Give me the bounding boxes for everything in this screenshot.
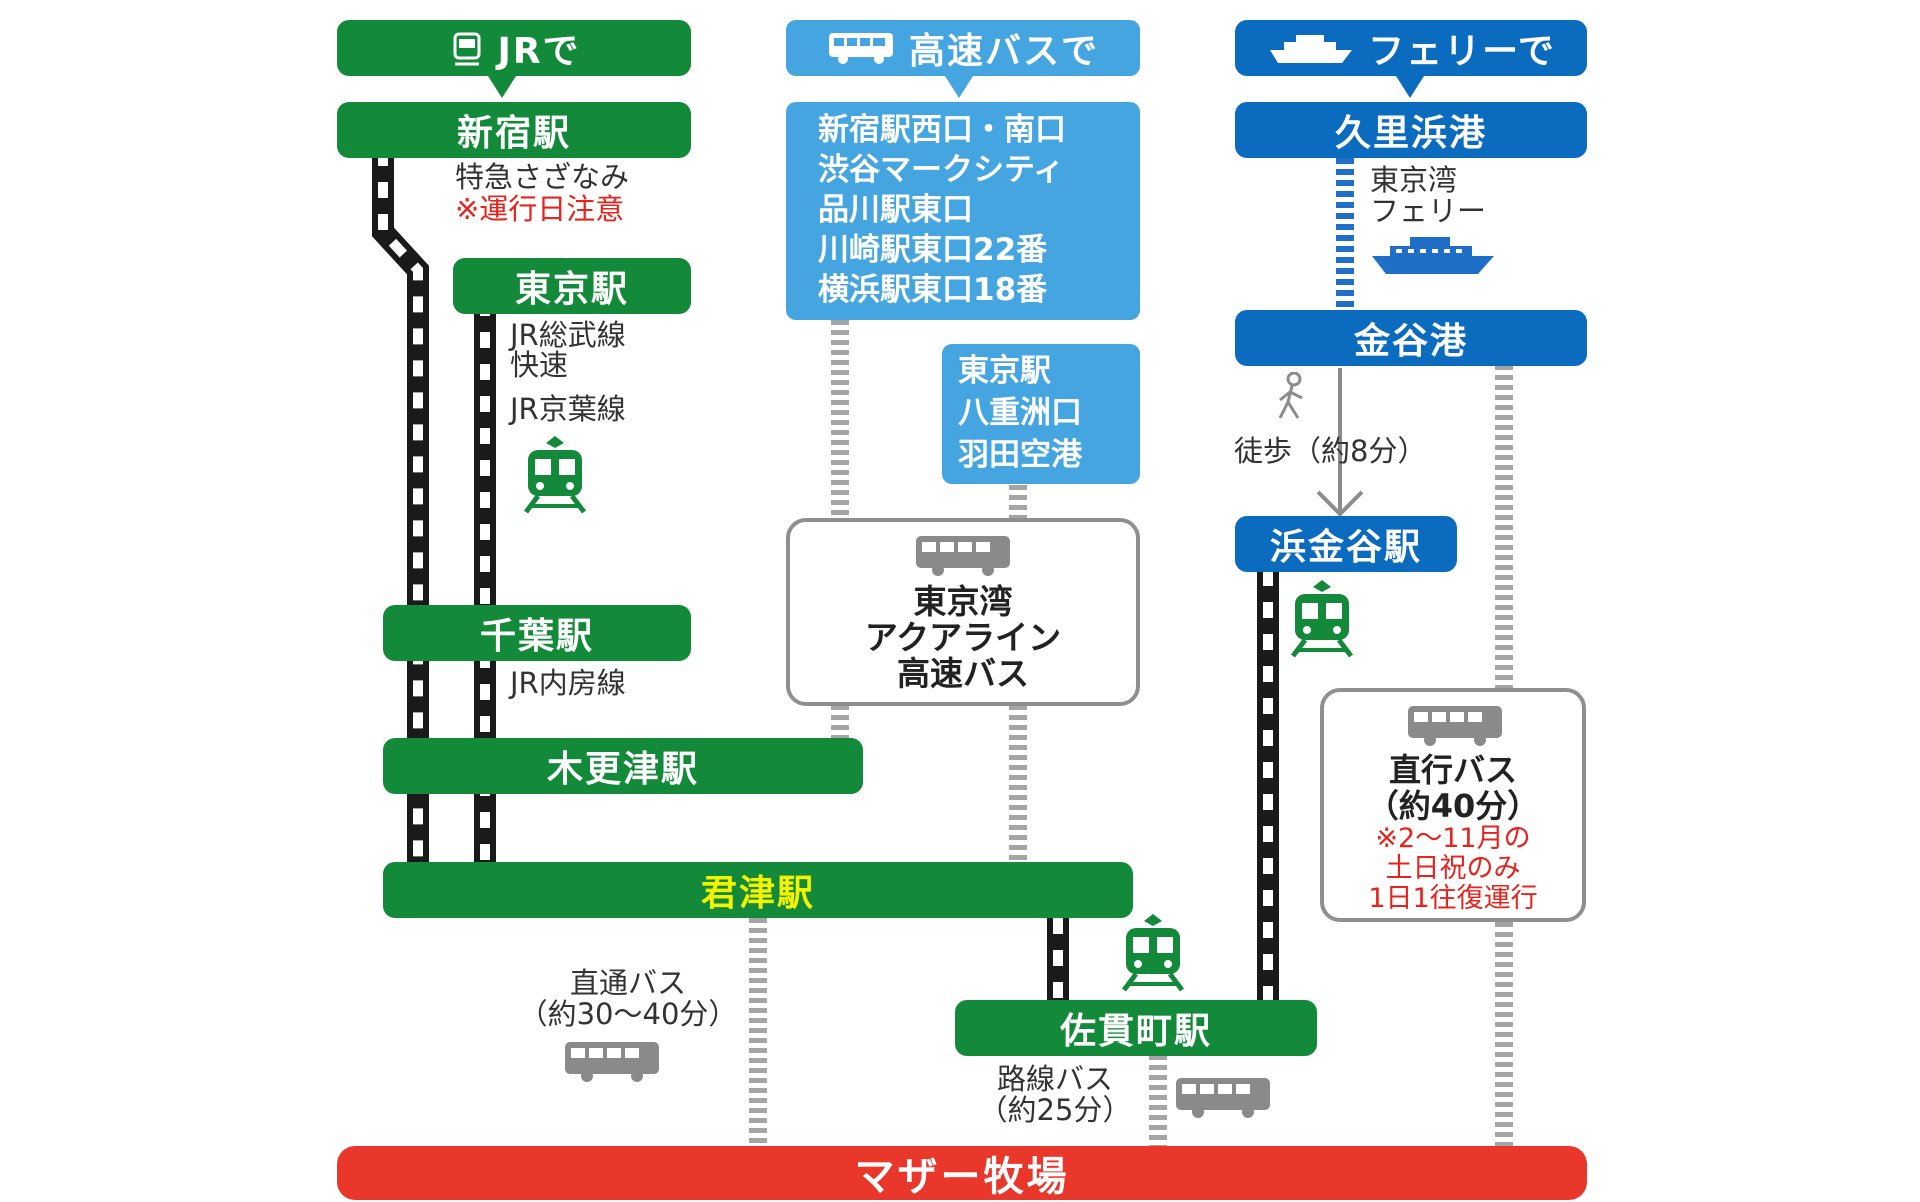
station-kisarazu: 木更津駅 <box>383 738 863 794</box>
bus-stop-3: 品川駅東口 <box>818 192 973 228</box>
bus-stops-box: 新宿駅西口・南口 渋谷マークシティ 品川駅東口 川崎駅東口22番 横浜駅東口18… <box>786 102 1140 320</box>
bus-line <box>749 320 1513 1150</box>
bus-icon <box>1176 1078 1270 1118</box>
station-chiba-label: 千葉駅 <box>479 616 594 657</box>
station-tokyo-label: 東京駅 <box>514 269 629 310</box>
direct-bus-kanaya-box: 直行バス （約40分） ※2～11月の 土日祝のみ 1日1往復運行 <box>1320 688 1586 922</box>
station-chiba: 千葉駅 <box>383 605 691 661</box>
bus-icon <box>916 536 1010 576</box>
station-shinjuku: 新宿駅 <box>337 102 691 158</box>
station-sanukimachi: 佐貫町駅 <box>955 1000 1317 1056</box>
station-kisarazu-label: 木更津駅 <box>546 749 699 790</box>
direct-bus-kanaya-note1: ※2～11月の <box>1375 823 1531 854</box>
station-hama-kanaya: 浜金谷駅 <box>1235 516 1457 572</box>
destination-mother-farm: マザー牧場 <box>337 1146 1587 1200</box>
header-jr: JRで <box>337 20 691 76</box>
rail-line-shinjuku-kimitsu <box>372 150 429 875</box>
note-rapid: 快速 <box>510 348 569 382</box>
bus-stop-2: 渋谷マークシティ <box>818 152 1065 188</box>
station-kanaya-port-label: 金谷港 <box>1353 321 1468 362</box>
train-icon <box>1122 914 1184 992</box>
note-walk: 徒歩（約8分） <box>1234 434 1427 468</box>
station-kimitsu: 君津駅 <box>383 862 1133 918</box>
direct-bus-kanaya-note2: 土日祝のみ <box>1385 853 1521 884</box>
direct-bus-kimitsu-line2: （約30～40分） <box>518 997 738 1031</box>
note-sobu-line: JR総武線 <box>510 318 626 352</box>
bus-icon <box>565 1042 659 1082</box>
bus-stop-1: 新宿駅西口・南口 <box>818 112 1066 148</box>
note-route-bus-sanuki: 路線バス （約25分） <box>965 1064 1145 1126</box>
note-sazanami: 特急さざなみ <box>455 160 630 194</box>
bus-stop2-1: 東京駅 <box>958 353 1051 389</box>
aqualine-line1: 東京湾 <box>913 582 1013 621</box>
bus-stop-4: 川崎駅東口22番 <box>818 232 1048 268</box>
walking-person-icon <box>1278 372 1303 419</box>
header-ferry-pointer <box>1396 76 1424 98</box>
note-operating-day: ※運行日注意 <box>455 192 625 226</box>
station-sanukimachi-label: 佐貫町駅 <box>1059 1011 1212 1052</box>
ship-icon <box>1372 237 1494 274</box>
header-bus: 高速バスで <box>786 20 1140 76</box>
route-bus-sanuki-line1: 路線バス <box>996 1062 1113 1096</box>
ship-icon <box>1270 35 1353 63</box>
walk-arrow <box>1316 368 1364 517</box>
train-icon <box>453 32 481 66</box>
aqualine-line2: アクアライン <box>864 618 1062 657</box>
header-ferry-label: フェリーで <box>1368 31 1556 72</box>
bus-icon <box>828 33 893 64</box>
station-kimitsu-label: 君津駅 <box>700 873 815 914</box>
station-tokyo: 東京駅 <box>453 258 691 314</box>
direct-bus-kanaya-title1: 直行バス <box>1388 751 1517 789</box>
bus-stop-5: 横浜駅東口18番 <box>818 272 1048 308</box>
note-ferry-2: フェリー <box>1370 194 1487 228</box>
bus-stop2-2: 八重洲口 <box>958 395 1082 431</box>
direct-bus-kanaya-title2: （約40分） <box>1366 787 1540 825</box>
station-kanaya-port: 金谷港 <box>1235 310 1587 366</box>
station-hama-kanaya-label: 浜金谷駅 <box>1269 527 1422 568</box>
station-shinjuku-label: 新宿駅 <box>456 113 571 154</box>
train-icon <box>524 436 586 514</box>
station-kurihama-label: 久里浜港 <box>1334 113 1487 154</box>
note-keiyo-line: JR京葉線 <box>510 392 626 426</box>
aqualine-bus-box: 東京湾 アクアライン 高速バス <box>786 518 1140 706</box>
train-icon <box>1291 580 1353 658</box>
direct-bus-kimitsu-line1: 直通バス <box>569 966 686 1000</box>
note-uchibo-line: JR内房線 <box>510 666 626 700</box>
aqualine-line3: 高速バス <box>897 654 1029 693</box>
header-jr-pointer <box>488 76 516 98</box>
route-bus-sanuki-line2: （約25分） <box>978 1093 1132 1127</box>
bus-stop2-3: 羽田空港 <box>958 437 1082 473</box>
destination-label: マザー牧場 <box>854 1154 1070 1200</box>
note-ferry-1: 東京湾 <box>1370 163 1458 197</box>
bus-stops2-box: 東京駅 八重洲口 羽田空港 <box>942 344 1140 484</box>
header-jr-label: JRで <box>497 31 581 72</box>
header-bus-label: 高速バスで <box>908 31 1099 72</box>
header-ferry: フェリーで <box>1235 20 1587 76</box>
direct-bus-kanaya-note3: 1日1往復運行 <box>1368 883 1538 914</box>
header-bus-pointer <box>945 76 973 98</box>
station-kurihama: 久里浜港 <box>1235 102 1587 158</box>
note-direct-bus-kimitsu: 直通バス （約30～40分） <box>508 968 748 1030</box>
bus-icon <box>1408 706 1502 746</box>
